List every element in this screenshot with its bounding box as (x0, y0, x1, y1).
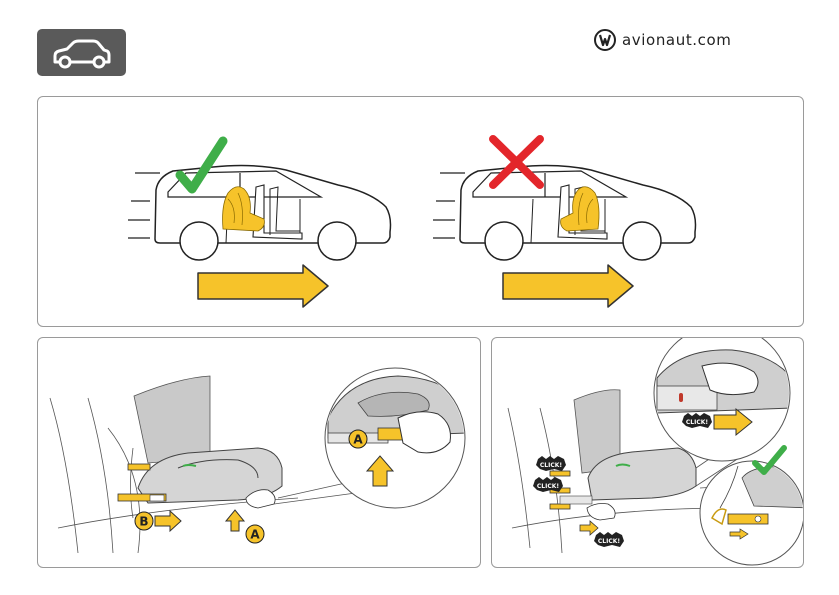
click-badge: CLICK! (594, 532, 624, 547)
cross-icon (493, 139, 540, 185)
arrow-right-b (155, 511, 181, 531)
svg-text:CLICK!: CLICK! (537, 483, 559, 490)
direction-arrow-right (198, 265, 328, 307)
click-badge: CLICK! (536, 456, 566, 471)
isofix-attach-panel: CLICK! CLICK! CLICK! (491, 337, 804, 568)
brand-text: avionaut.com (622, 31, 732, 49)
avionaut-logo-icon (594, 29, 616, 51)
car-incorrect (433, 139, 696, 307)
brand: avionaut.com (594, 28, 732, 52)
svg-text:A: A (353, 433, 363, 447)
direction-panel (37, 96, 804, 327)
svg-text:A: A (250, 528, 260, 542)
label-b: B (135, 512, 153, 530)
arrow-up-a (226, 510, 244, 531)
svg-text:B: B (139, 515, 148, 529)
svg-text:CLICK!: CLICK! (686, 419, 708, 426)
click-badge: CLICK! (682, 413, 712, 428)
hand (587, 504, 615, 521)
checkmark-icon (180, 141, 223, 189)
svg-text:CLICK!: CLICK! (540, 462, 562, 469)
car-icon (37, 29, 126, 76)
click-badge: CLICK! (533, 477, 563, 492)
zoom-detail-bottom (700, 448, 803, 565)
zoom-detail-top: CLICK! (654, 338, 792, 461)
isofix-release-panel: B A A (37, 337, 481, 568)
arrow-right (580, 521, 598, 535)
booster-backrest (134, 376, 210, 463)
svg-text:CLICK!: CLICK! (598, 538, 620, 545)
car-badge (37, 29, 126, 76)
direction-arrow-right (503, 265, 633, 307)
car-correct (128, 141, 391, 307)
label-a: A (246, 525, 264, 543)
zoom-detail: A (325, 368, 468, 508)
